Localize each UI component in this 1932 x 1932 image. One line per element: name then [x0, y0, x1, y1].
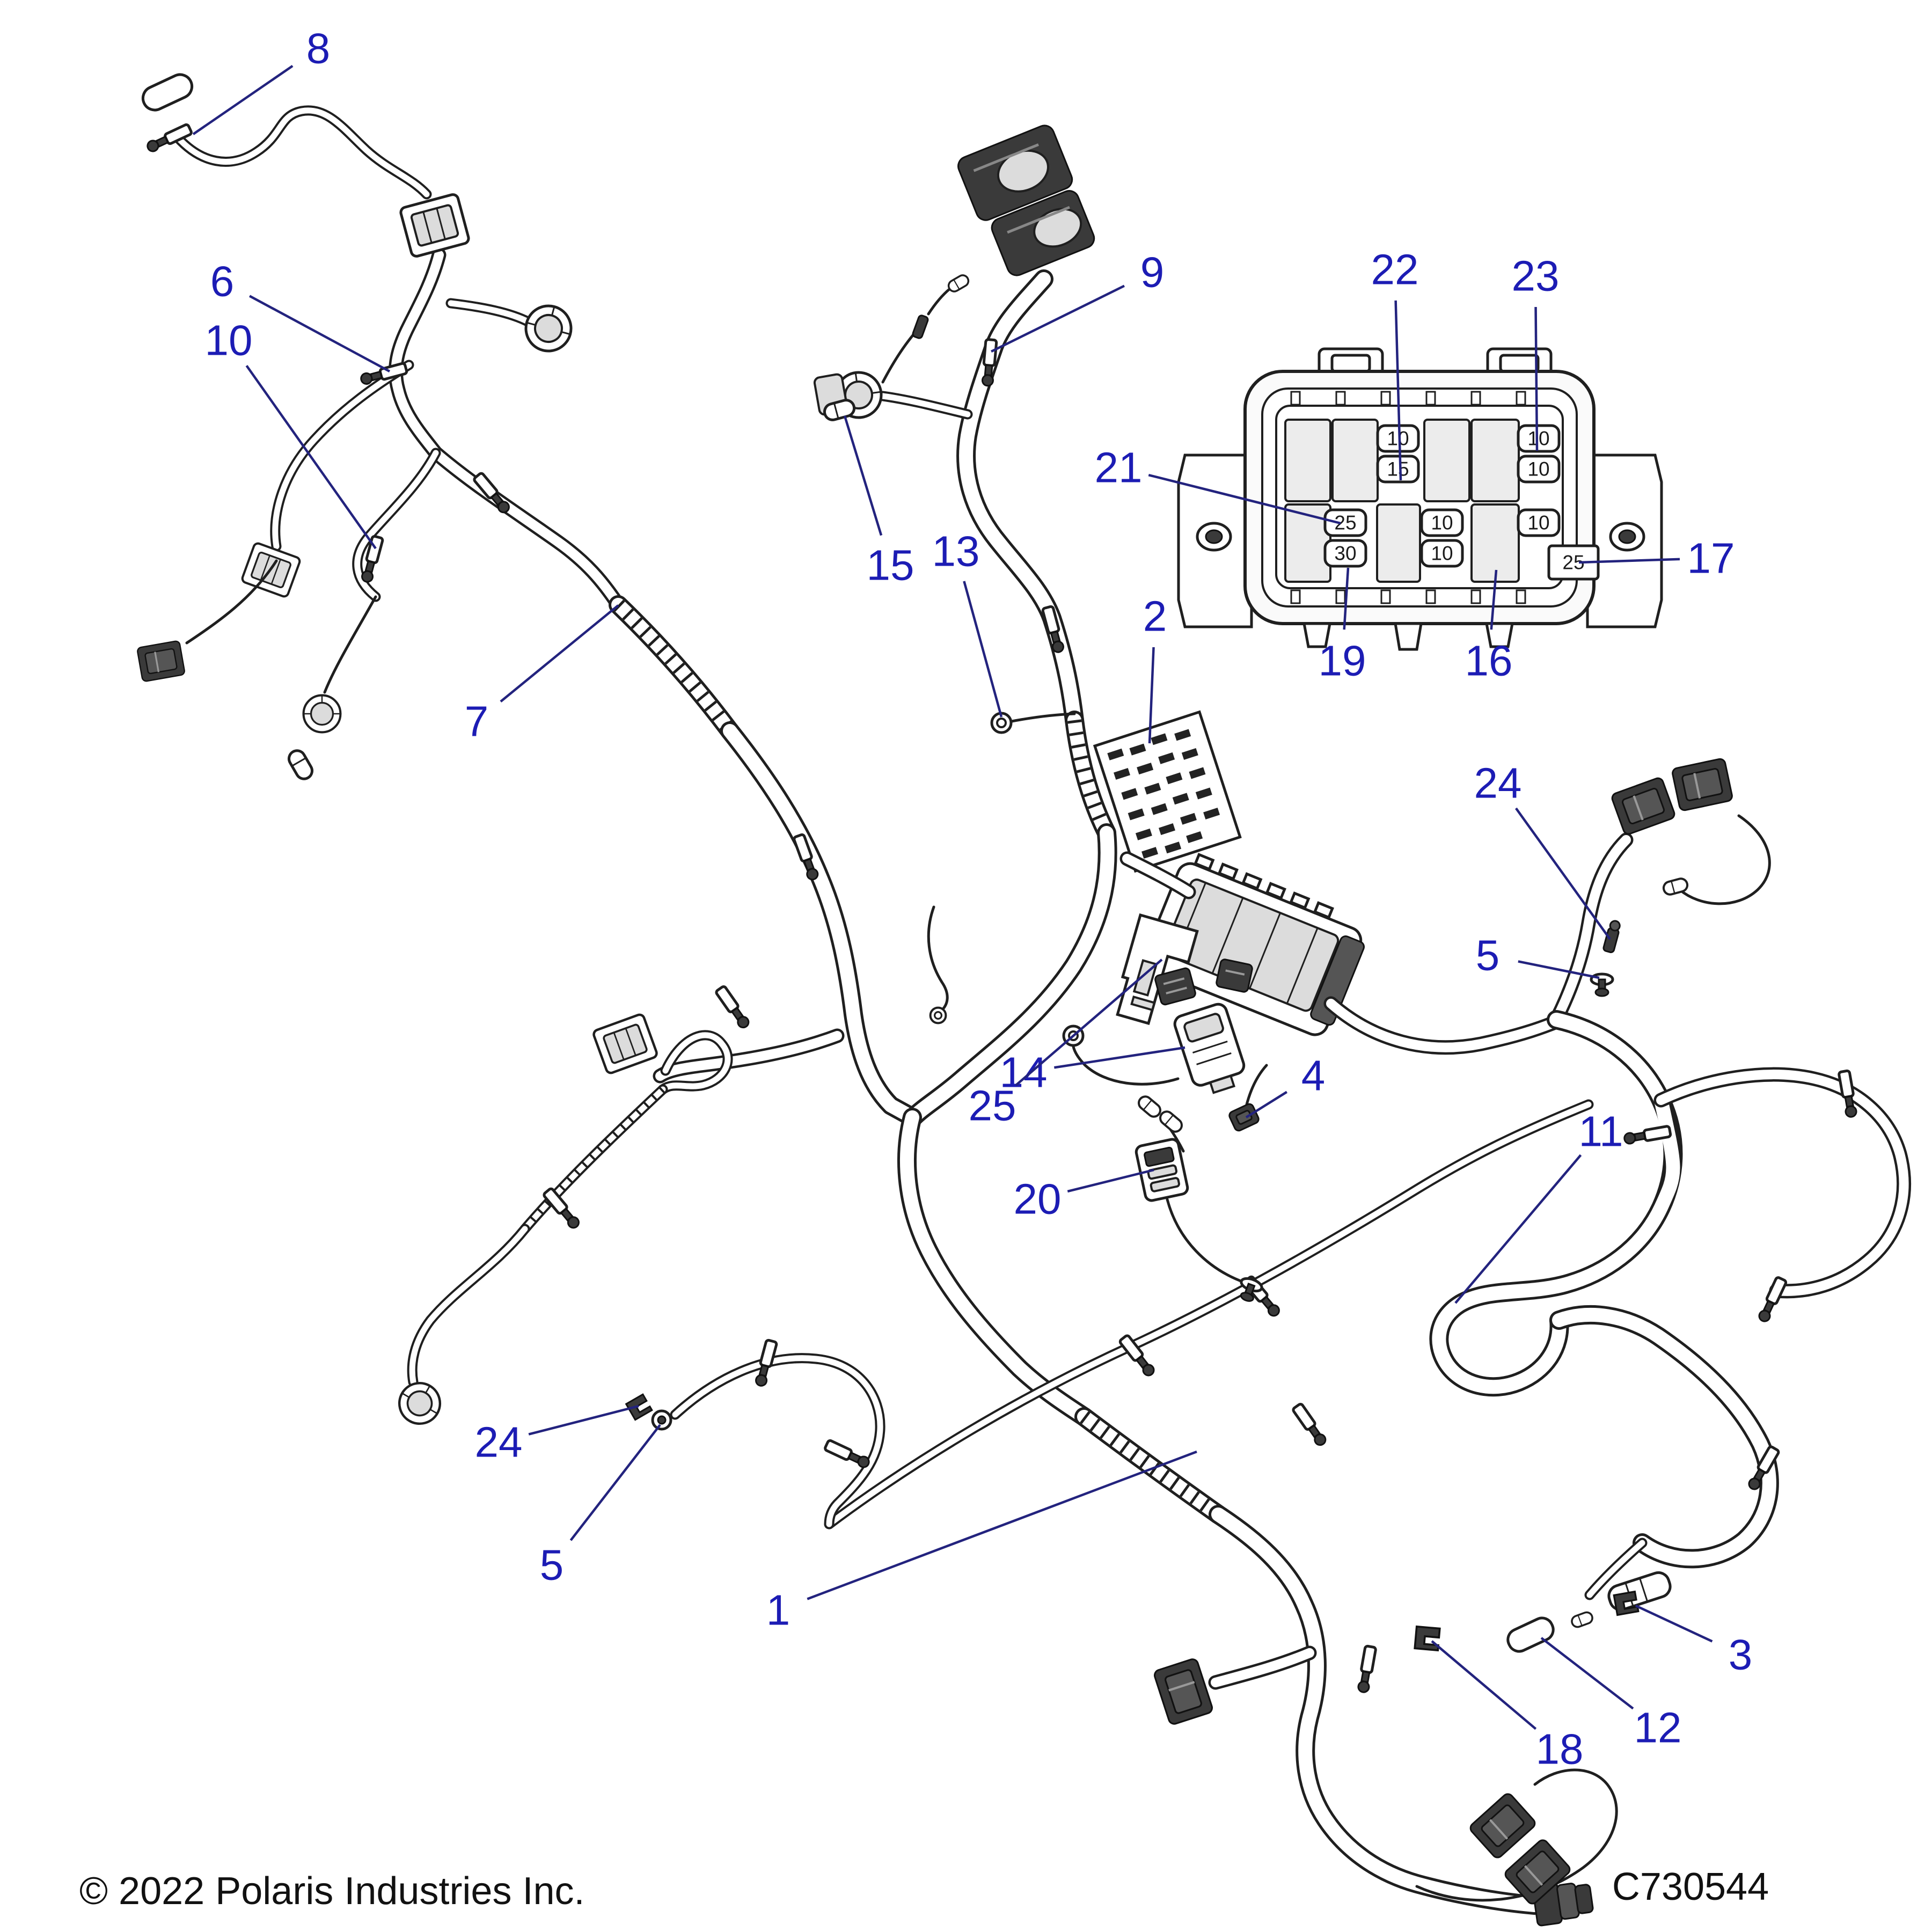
- callout-6: 6: [210, 258, 235, 305]
- leader-line-1: [807, 1450, 1197, 1600]
- fuse-label-10: 10: [1387, 428, 1409, 450]
- leader-line-9: [991, 284, 1125, 353]
- callout-7: 7: [465, 698, 489, 745]
- fuse-10: [1517, 455, 1561, 484]
- fuse-label-10: 10: [1527, 512, 1549, 534]
- relay: [1135, 1138, 1189, 1202]
- leader-line-11: [1454, 1154, 1582, 1304]
- leader-line-4: [1245, 1091, 1287, 1118]
- harness-main-trunk: [813, 125, 1117, 1127]
- callout-3: 3: [1729, 1631, 1753, 1679]
- fuse-25: [1323, 508, 1367, 537]
- callout-19: 19: [1319, 637, 1366, 685]
- harness-diagonal-branch: [824, 1099, 1594, 1529]
- module: [1173, 1002, 1246, 1094]
- screw-terminal: [1602, 920, 1621, 953]
- callout-17: 17: [1687, 535, 1735, 582]
- leader-line-22: [1394, 300, 1402, 481]
- callout-10: 10: [205, 317, 253, 364]
- fuse-label-10: 10: [1431, 543, 1453, 565]
- leader-line-12: [1540, 1637, 1634, 1710]
- leader-line-5: [1518, 960, 1600, 979]
- fuse-decal: [1093, 710, 1242, 873]
- part-code: C730544: [1612, 1865, 1769, 1908]
- fuse-10: [1517, 508, 1561, 537]
- ecu-connector: [957, 125, 1095, 276]
- leader-line-25: [1015, 958, 1163, 1086]
- small-connector: [1228, 1103, 1260, 1132]
- leader-line-17: [1578, 558, 1680, 564]
- end-cap: [141, 73, 194, 112]
- harness-branch-right: [1414, 757, 1911, 1653]
- callout-23: 23: [1512, 252, 1560, 300]
- leader-line-15: [843, 415, 883, 536]
- leader-line-7: [500, 604, 619, 703]
- callout-9: 9: [1140, 248, 1165, 296]
- fuse-box-feet: [1302, 622, 1514, 651]
- leader-line-10: [245, 365, 377, 550]
- copyright-text: © 2022 Polaris Industries Inc.: [79, 1870, 585, 1913]
- callout-16: 16: [1465, 637, 1513, 685]
- callout-13: 13: [932, 528, 980, 575]
- callout-12: 12: [1634, 1704, 1682, 1752]
- callout-5: 5: [540, 1541, 564, 1589]
- leader-line-21: [1148, 473, 1341, 525]
- fuse-10: [1517, 424, 1561, 453]
- fuse-label-30: 30: [1334, 543, 1356, 565]
- callout-1: 1: [766, 1586, 791, 1634]
- callout-15: 15: [867, 541, 914, 589]
- leader-line-6: [249, 295, 391, 372]
- fuse-10: [1420, 539, 1464, 568]
- fuse-10: [1420, 508, 1464, 537]
- harness-art: [136, 73, 1911, 1927]
- harness-branch-left-sensor: [392, 986, 845, 1431]
- fuse-box-edge-tabs: [1290, 391, 1526, 604]
- harness-whip-bottom-left: [625, 1340, 885, 1529]
- callout-25: 25: [969, 1082, 1016, 1130]
- callout-22: 22: [1371, 246, 1419, 294]
- leader-line-24: [1515, 807, 1611, 940]
- rubber-cap: [1506, 1616, 1555, 1653]
- leader-line-14: [1053, 1046, 1185, 1069]
- fuse-15: [1376, 455, 1420, 484]
- leader-line-20: [1067, 1168, 1154, 1193]
- fuse-label-10: 10: [1431, 512, 1453, 534]
- fuse-block-assembly: [1064, 710, 1567, 1135]
- callout-21: 21: [1095, 444, 1143, 492]
- leader-line-5: [569, 1424, 661, 1541]
- callout-2: 2: [1143, 592, 1167, 640]
- leader-line-23: [1534, 306, 1539, 451]
- callout-24: 24: [1474, 759, 1522, 807]
- fuse-label-10: 10: [1527, 458, 1549, 480]
- callout-18: 18: [1536, 1725, 1584, 1773]
- harness-branch-top-left: [136, 73, 922, 1127]
- leader-line-8: [192, 64, 294, 135]
- leader-line-3: [1635, 1604, 1713, 1643]
- callout-8: 8: [306, 25, 331, 72]
- leader-line-13: [963, 581, 1003, 718]
- leader-line-24: [528, 1404, 639, 1436]
- leader-line-16: [1490, 569, 1498, 630]
- fuse-30: [1323, 539, 1367, 568]
- fuse-box-relay-blocks: [1284, 419, 1520, 583]
- leader-line-19: [1343, 567, 1350, 630]
- fuse-label-10: 10: [1527, 428, 1549, 450]
- callout-5: 5: [1476, 932, 1500, 979]
- callout-11: 11: [1578, 1108, 1623, 1155]
- callout-4: 4: [1301, 1052, 1326, 1100]
- washer: [651, 1409, 672, 1431]
- leader-line-2: [1148, 647, 1155, 744]
- callout-14: 14: [1000, 1049, 1048, 1096]
- fuse-label-15: 15: [1387, 458, 1409, 480]
- boot-connector: [1532, 1882, 1594, 1927]
- leader-line-18: [1431, 1640, 1537, 1730]
- callout-24: 24: [475, 1418, 523, 1466]
- callout-20: 20: [1014, 1175, 1062, 1223]
